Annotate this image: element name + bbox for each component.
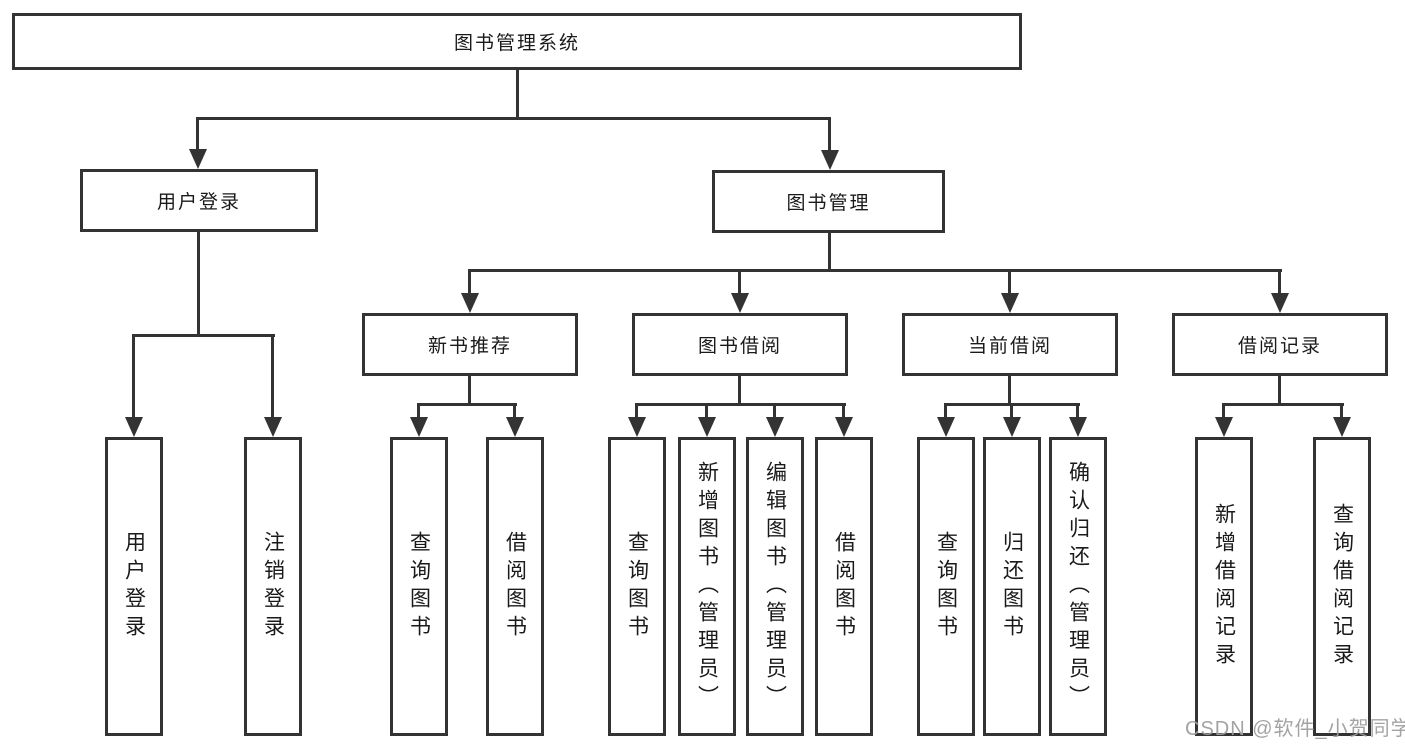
connector-drop bbox=[513, 403, 516, 420]
arrow-down-icon bbox=[698, 417, 716, 437]
connector-drop bbox=[1076, 403, 1079, 420]
connector-drop-book-borrow bbox=[738, 269, 741, 296]
leaf-borrow-books-rec: 借阅图书 bbox=[486, 437, 544, 736]
arrow-down-icon bbox=[766, 417, 784, 437]
leaf-query-books-rec: 查询图书 bbox=[390, 437, 448, 736]
arrow-down-icon bbox=[1003, 417, 1021, 437]
connector-drop bbox=[1340, 403, 1343, 420]
arrow-down-icon bbox=[821, 150, 839, 170]
connector-new-book-rec-stem bbox=[468, 376, 471, 406]
node-root-library-system: 图书管理系统 bbox=[12, 13, 1022, 70]
connector-drop-leaf-user-login bbox=[132, 334, 135, 420]
connector-user-login-bus bbox=[132, 334, 275, 337]
arrow-down-icon bbox=[461, 293, 479, 313]
connector-current-borrow-stem bbox=[1008, 376, 1011, 406]
arrow-down-icon bbox=[628, 417, 646, 437]
connector-book-mgmt-stem bbox=[828, 233, 831, 272]
connector-drop-leaf-logout bbox=[271, 334, 274, 420]
connector-drop bbox=[842, 403, 845, 420]
connector-drop bbox=[705, 403, 708, 420]
connector-drop bbox=[635, 403, 638, 420]
connector-drop bbox=[417, 403, 420, 420]
node-current-borrowing: 当前借阅 bbox=[902, 313, 1118, 376]
node-new-book-recommendation: 新书推荐 bbox=[362, 313, 578, 376]
connector-drop-new-book-rec bbox=[468, 269, 471, 296]
leaf-query-books-borrow: 查询图书 bbox=[608, 437, 666, 736]
arrow-down-icon bbox=[731, 293, 749, 313]
connector-root-bus bbox=[197, 117, 831, 120]
connector-drop bbox=[1010, 403, 1013, 420]
connector-drop-borrow-records bbox=[1278, 269, 1281, 296]
leaf-confirm-return-admin: 确认归还（管理员） bbox=[1049, 437, 1107, 736]
arrow-down-icon bbox=[937, 417, 955, 437]
connector-drop-user-login bbox=[196, 117, 199, 153]
arrow-down-icon bbox=[1001, 293, 1019, 313]
connector-drop-current-borrow bbox=[1008, 269, 1011, 296]
leaf-query-borrow-record: 查询借阅记录 bbox=[1313, 437, 1371, 736]
node-book-borrowing: 图书借阅 bbox=[632, 313, 848, 376]
connector-borrow-records-bus bbox=[1222, 403, 1344, 406]
leaf-user-login: 用户登录 bbox=[105, 437, 163, 736]
leaf-borrow-books: 借阅图书 bbox=[815, 437, 873, 736]
leaf-return-books: 归还图书 bbox=[983, 437, 1041, 736]
csdn-watermark: CSDN @软件_小贺同学 bbox=[1185, 718, 1405, 740]
arrow-down-icon bbox=[189, 149, 207, 169]
connector-book-borrow-stem bbox=[738, 376, 741, 406]
node-user-login: 用户登录 bbox=[80, 169, 318, 232]
arrow-down-icon bbox=[1271, 293, 1289, 313]
node-borrowing-records: 借阅记录 bbox=[1172, 313, 1388, 376]
leaf-query-books-current: 查询图书 bbox=[917, 437, 975, 736]
arrow-down-icon bbox=[506, 417, 524, 437]
connector-new-book-rec-bus bbox=[417, 403, 517, 406]
leaf-edit-books-admin: 编辑图书（管理员） bbox=[746, 437, 804, 736]
connector-book-borrow-bus bbox=[635, 403, 846, 406]
connector-root-stem bbox=[516, 68, 519, 119]
arrow-down-icon bbox=[125, 417, 143, 437]
arrow-down-icon bbox=[410, 417, 428, 437]
connector-drop bbox=[944, 403, 947, 420]
connector-drop-book-mgmt bbox=[828, 117, 831, 153]
arrow-down-icon bbox=[264, 417, 282, 437]
arrow-down-icon bbox=[1333, 417, 1351, 437]
node-book-management: 图书管理 bbox=[712, 170, 945, 233]
leaf-add-borrow-record: 新增借阅记录 bbox=[1195, 437, 1253, 736]
connector-drop bbox=[1222, 403, 1225, 420]
connector-borrow-records-stem bbox=[1278, 376, 1281, 406]
connector-book-mgmt-bus bbox=[468, 269, 1282, 272]
arrow-down-icon bbox=[835, 417, 853, 437]
connector-user-login-stem bbox=[197, 231, 200, 337]
connector-drop bbox=[773, 403, 776, 420]
arrow-down-icon bbox=[1069, 417, 1087, 437]
arrow-down-icon bbox=[1215, 417, 1233, 437]
leaf-add-books-admin: 新增图书（管理员） bbox=[678, 437, 736, 736]
leaf-logout: 注销登录 bbox=[244, 437, 302, 736]
